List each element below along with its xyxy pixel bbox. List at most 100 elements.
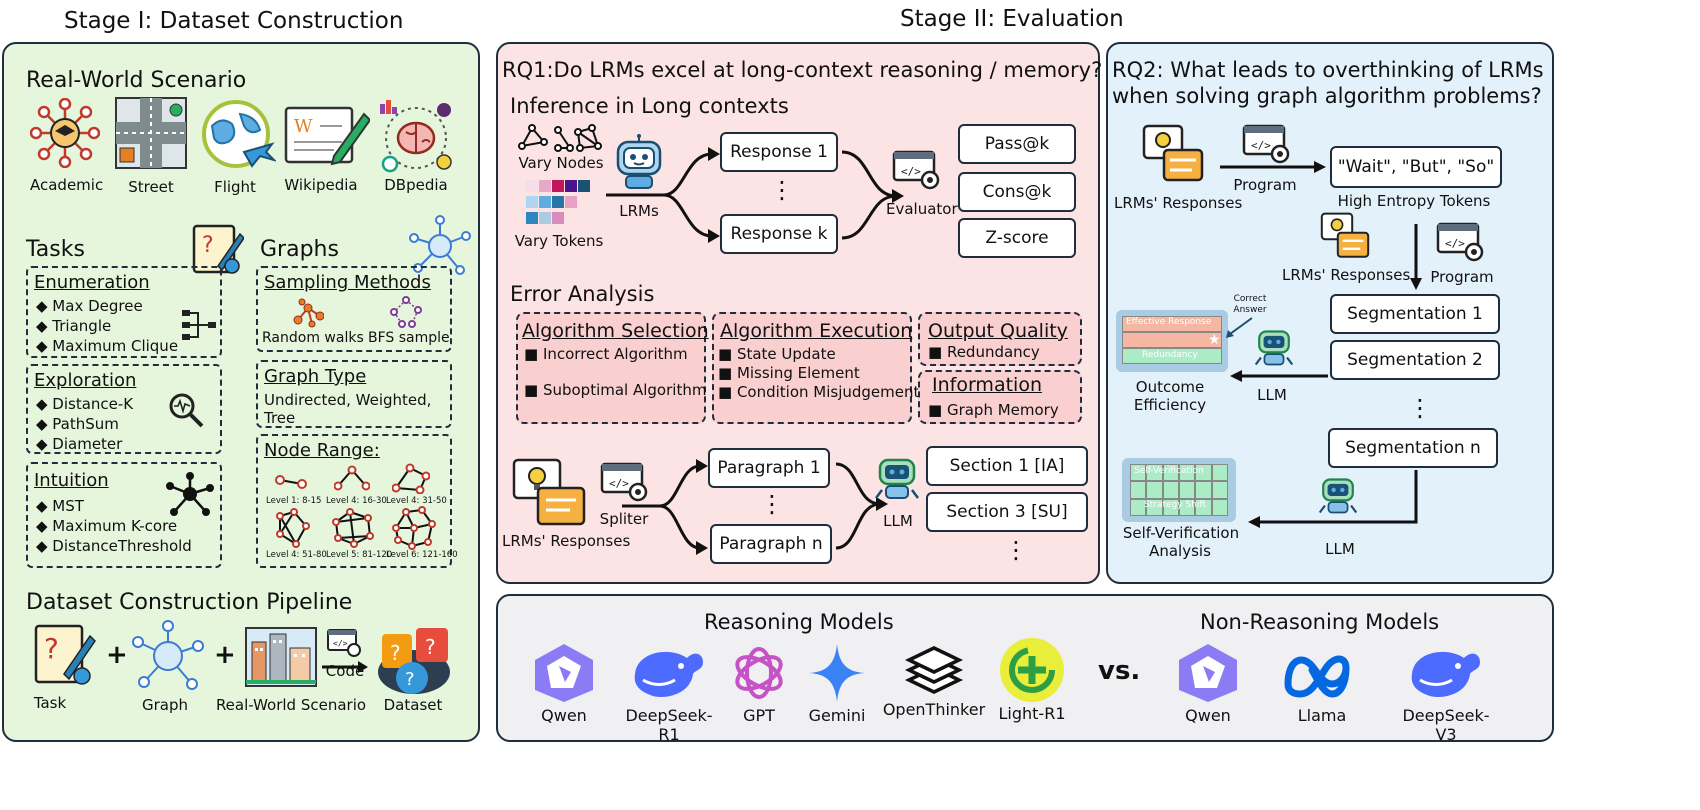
- model-name: Gemini: [808, 706, 866, 725]
- scenario-street-label: Street: [128, 178, 174, 196]
- response-k-box: Response k: [720, 214, 838, 254]
- qwen-logo-icon: [535, 644, 593, 702]
- deepseek-logo-icon: [634, 651, 703, 698]
- rq2-arrow-to-outcome: [1230, 370, 1328, 382]
- strategy-shift-label: Strategy Shift: [1144, 500, 1206, 510]
- svg-text:</>: </>: [901, 165, 921, 178]
- algorithm-execution-box: Algorithm Execution ■ State Update ■ Mis…: [712, 312, 919, 424]
- graph-icon: [132, 620, 204, 692]
- response-1-box: Response 1: [720, 132, 838, 172]
- spliter-program-icon: </>: [600, 462, 650, 502]
- rq2-arrow-down: [1410, 224, 1422, 290]
- correct-answer-arrow: [1226, 317, 1253, 338]
- graphs-title: Graphs: [260, 237, 339, 262]
- sampling-method-random: Random walks: [262, 330, 364, 346]
- intuition-item: ◆ Maximum K-core: [36, 517, 178, 535]
- inference-title: Inference in Long contexts: [510, 94, 789, 118]
- random-walk-icon: [292, 298, 324, 328]
- svg-text:?: ?: [202, 233, 214, 258]
- spliter-label: Spliter: [599, 510, 649, 528]
- error-item: ■ Graph Memory: [928, 401, 1059, 419]
- enumeration-item: ◆ Max Degree: [36, 297, 143, 315]
- street-icon: [114, 96, 188, 170]
- rq2-program-icon-2: </>: [1436, 222, 1486, 262]
- enumeration-item: ◆ Triangle: [36, 317, 112, 335]
- intuition-item: ◆ MST: [36, 497, 84, 515]
- model-llama: Llama: [1280, 640, 1364, 725]
- level2-graph-icon: [334, 464, 370, 492]
- rq2-llm-robot-icon-2: [1318, 474, 1358, 518]
- lrms-label: LRMs: [619, 202, 659, 220]
- tokens-box: "Wait", "But", "So": [1330, 146, 1502, 188]
- rq2-program-label: Program: [1233, 176, 1297, 194]
- model-deepseek-r1: DeepSeek-R1: [616, 640, 722, 744]
- output-quality-box: Output Quality ■ Redundancy: [918, 312, 1082, 366]
- bfs-sample-icon: [390, 296, 422, 328]
- pipeline-task-label: Task: [33, 694, 67, 712]
- llm-merge-arrows: [835, 462, 888, 550]
- model-name: Qwen: [1185, 706, 1231, 725]
- sv-board-label: Self-Verification: [1134, 466, 1204, 476]
- section-1-box: Section 1 [IA]: [926, 446, 1088, 486]
- plus-sign: +: [214, 640, 236, 670]
- graph-type-line2: Tree: [264, 409, 296, 427]
- model-name: OpenThinker: [882, 700, 986, 719]
- level4-graph-icon: [274, 508, 312, 548]
- segmentation-n-box: Segmentation n: [1328, 428, 1498, 468]
- rq2-title-line2: when solving graph algorithm problems?: [1112, 84, 1542, 108]
- segmentation-1-box: Segmentation 1: [1330, 294, 1500, 334]
- scenario-title: Real-World Scenario: [26, 68, 247, 93]
- vary-nodes-label: Vary Nodes: [518, 154, 604, 172]
- llm-robot-icon: [874, 454, 920, 504]
- pipeline-code-label: Code: [325, 662, 365, 680]
- openthinker-logo-icon: [904, 646, 964, 694]
- pipeline-scenario-label: Real-World Scenario: [215, 696, 367, 714]
- tree-structure-icon: [182, 308, 218, 342]
- svg-text:?: ?: [405, 669, 415, 690]
- node-level-label: Level 1: 8-15: [266, 496, 322, 506]
- evaluator-merge-arrows: [841, 150, 904, 240]
- gemini-logo-icon: [809, 644, 865, 702]
- error-item: ■ State Update: [718, 345, 836, 363]
- intuition-item: ◆ DistanceThreshold: [36, 537, 192, 555]
- rq2-llm-label-2: LLM: [1325, 540, 1355, 558]
- gpt-logo-icon: [735, 647, 783, 699]
- magnifier-icon: [166, 390, 206, 430]
- rq2-arrow-to-tokens: [1220, 161, 1326, 173]
- model-name: Llama: [1297, 706, 1347, 725]
- node-level-label: Level 4: 31-50: [386, 496, 447, 506]
- enumeration-item: ◆ Maximum Clique: [36, 337, 179, 355]
- metric-zscore-box: Z-score: [958, 218, 1076, 258]
- error-item: ■ Redundancy: [928, 343, 1040, 361]
- tasks-title: Tasks: [26, 237, 85, 262]
- node-level-label: Level 5: 81-120: [326, 550, 393, 560]
- non-reasoning-models-title: Non-Reasoning Models: [1200, 610, 1440, 634]
- paragraph-n-box: Paragraph n: [710, 524, 832, 564]
- enumeration-box: Enumeration ◆ Max Degree ◆ Triangle ◆ Ma…: [26, 266, 222, 358]
- rq2-responses-chat-icon-2: [1320, 212, 1370, 260]
- segmentation-dots: ⋮: [1408, 394, 1432, 422]
- lrms-responses-label: LRMs' Responses: [502, 532, 631, 550]
- outcome-label: Outcome: [1135, 378, 1205, 396]
- node-level-label: Level 6: 121-160: [386, 550, 458, 560]
- error-item: ■ Missing Element: [718, 364, 860, 382]
- exploration-title: Exploration: [34, 370, 137, 391]
- model-name: Qwen: [541, 706, 587, 725]
- node-range-box: Node Range: Level 1: 8-15 Level 4: 16-30…: [256, 434, 458, 568]
- rq2-program-label-2: Program: [1430, 268, 1494, 286]
- city-scenario-icon: [244, 626, 318, 688]
- rq2-title-line1: RQ2: What leads to overthinking of LRMs: [1112, 58, 1544, 82]
- algorithm-execution-title: Algorithm Execution: [720, 320, 913, 342]
- exploration-box: Exploration ◆ Distance-K ◆ PathSum ◆ Dia…: [26, 364, 222, 454]
- svg-text:?: ?: [44, 632, 59, 665]
- algorithm-selection-box: Algorithm Selection ■ Incorrect Algorith…: [516, 312, 709, 424]
- sampling-title: Sampling Methods: [264, 272, 431, 293]
- output-quality-title: Output Quality: [928, 320, 1068, 342]
- response-dots: ⋮: [770, 176, 794, 204]
- dataset-icon: ? ? ?: [374, 624, 454, 696]
- vs-label: vs.: [1098, 656, 1141, 686]
- algorithm-selection-title: Algorithm Selection: [522, 320, 709, 342]
- exploration-item: ◆ Distance-K: [36, 395, 134, 413]
- evaluator-label: Evaluator: [886, 200, 958, 218]
- rq2-responses-chat-icon: [1142, 124, 1204, 184]
